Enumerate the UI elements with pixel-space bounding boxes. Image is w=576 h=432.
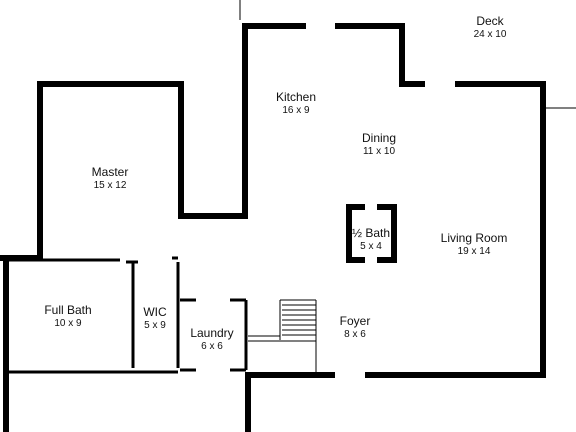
room-label-kitchen: Kitchen 16 x 9 bbox=[276, 90, 316, 116]
room-label-living-room: Living Room 19 x 14 bbox=[441, 231, 508, 257]
room-label-deck: Deck 24 x 10 bbox=[474, 14, 507, 40]
room-label-master: Master 15 x 12 bbox=[92, 165, 129, 191]
room-dims: 19 x 14 bbox=[458, 246, 491, 257]
room-name: Kitchen bbox=[276, 90, 316, 104]
room-label-foyer: Foyer 8 x 6 bbox=[340, 314, 371, 340]
room-dims: 5 x 4 bbox=[360, 241, 382, 252]
room-name: ½ Bath bbox=[352, 226, 390, 240]
room-name: Foyer bbox=[340, 314, 371, 328]
stairs bbox=[248, 299, 317, 372]
walls bbox=[0, 23, 546, 432]
room-dims: 15 x 12 bbox=[94, 180, 127, 191]
deck-outline bbox=[239, 0, 576, 109]
room-name: Dining bbox=[362, 131, 396, 145]
room-label-wic: WIC 5 x 9 bbox=[143, 305, 167, 331]
room-label-dining: Dining 11 x 10 bbox=[362, 131, 396, 157]
room-label-laundry: Laundry 6 x 6 bbox=[190, 326, 233, 352]
room-dims: 5 x 9 bbox=[144, 320, 166, 331]
room-name: Deck bbox=[476, 14, 504, 28]
room-label-full-bath: Full Bath 10 x 9 bbox=[44, 303, 91, 329]
room-name: Full Bath bbox=[44, 303, 91, 317]
room-name: Master bbox=[92, 165, 129, 179]
room-dims: 6 x 6 bbox=[201, 341, 223, 352]
room-name: WIC bbox=[143, 305, 167, 319]
room-label-half-bath: ½ Bath 5 x 4 bbox=[352, 226, 390, 252]
partitions bbox=[8, 256, 248, 374]
room-dims: 11 x 10 bbox=[363, 146, 395, 157]
room-dims: 8 x 6 bbox=[344, 329, 366, 340]
room-dims: 16 x 9 bbox=[282, 105, 310, 116]
room-name: Living Room bbox=[441, 231, 508, 245]
room-dims: 24 x 10 bbox=[474, 29, 507, 40]
room-dims: 10 x 9 bbox=[54, 318, 82, 329]
room-name: Laundry bbox=[190, 326, 233, 340]
